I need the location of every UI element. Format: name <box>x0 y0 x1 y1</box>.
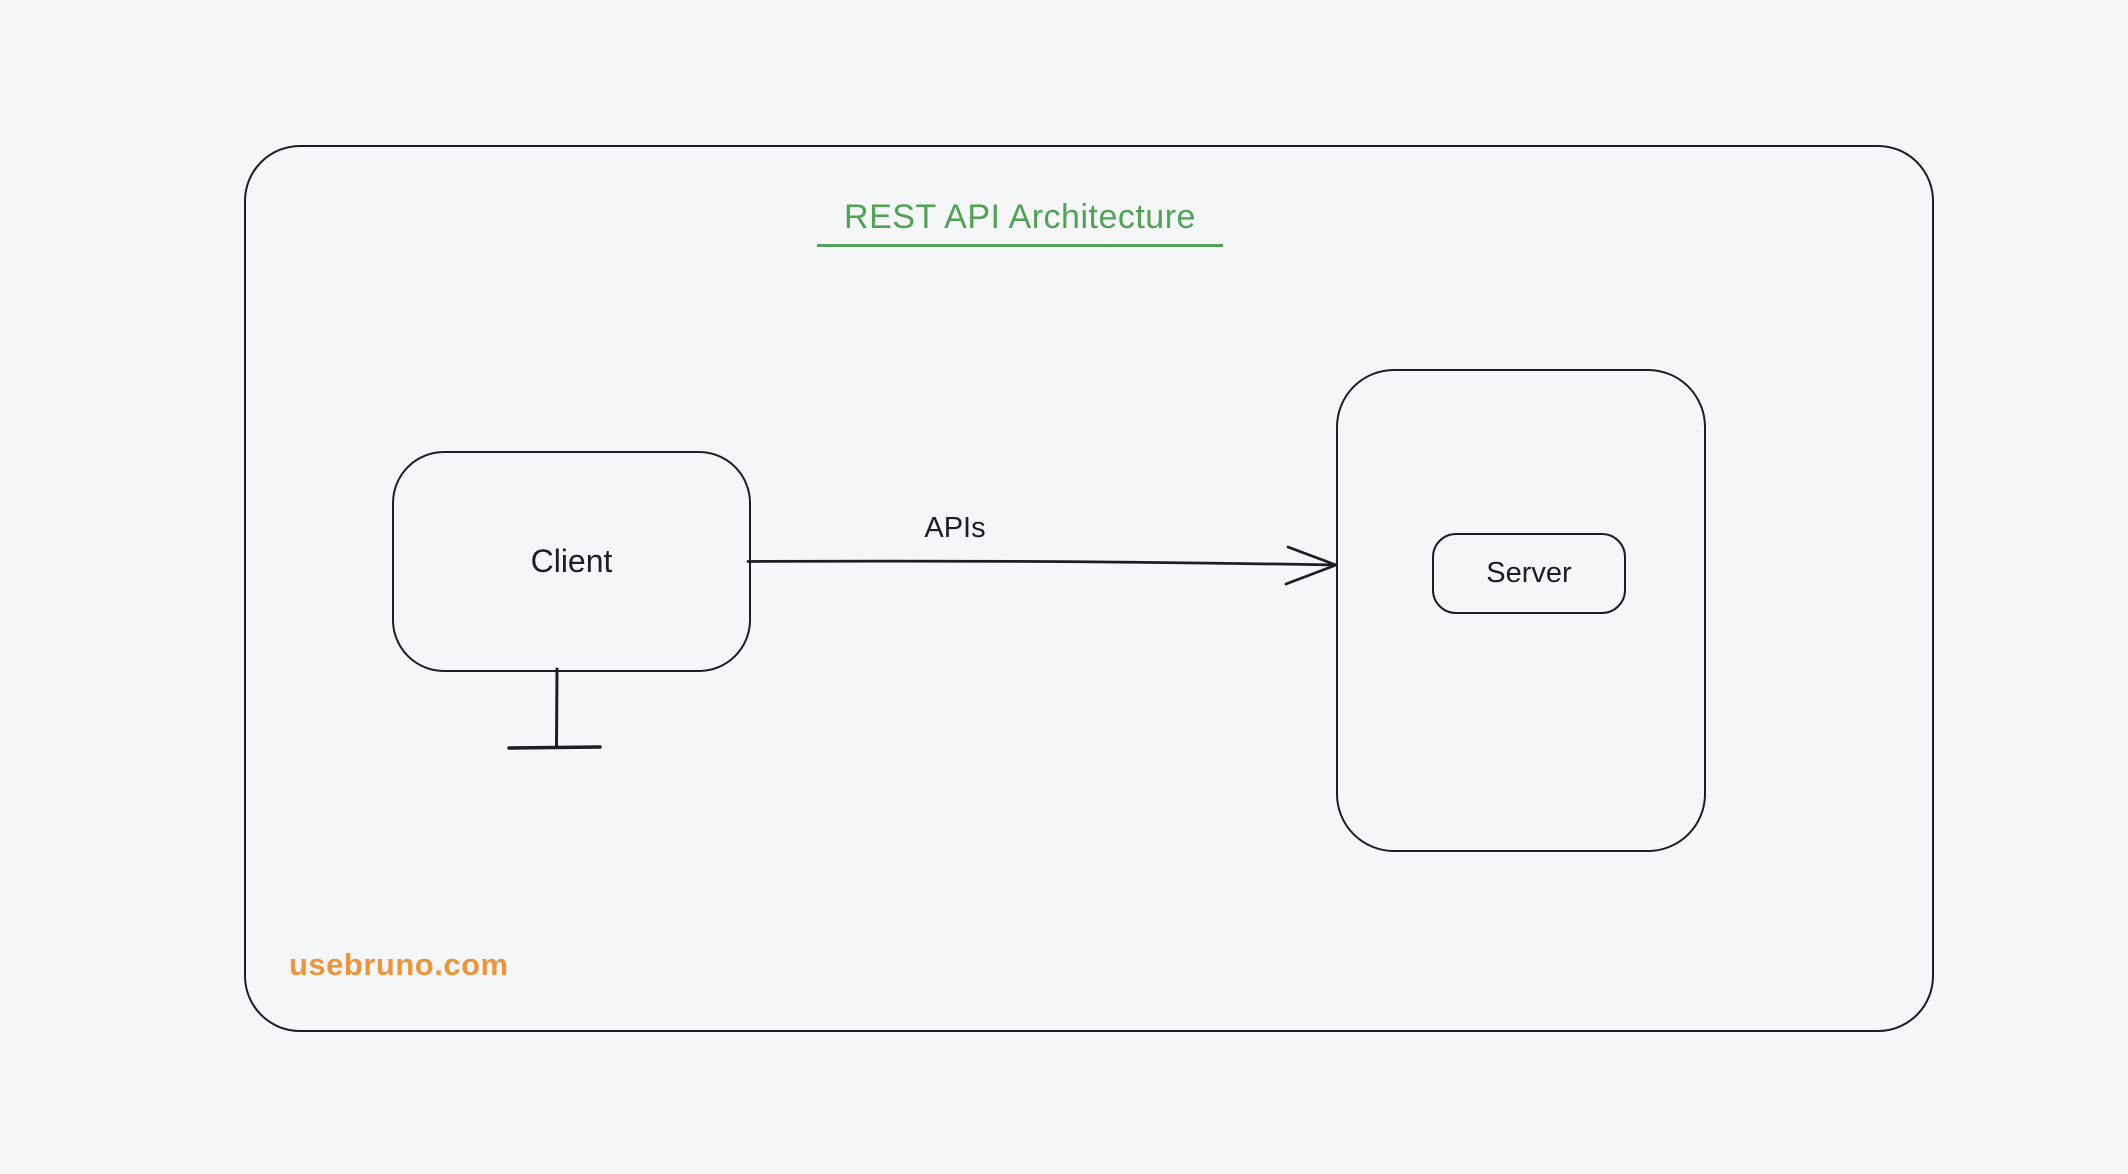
node-server-label: Server <box>1486 557 1572 589</box>
node-client: Client <box>392 451 751 672</box>
node-server-container <box>1336 369 1706 852</box>
node-server: Server <box>1432 533 1626 614</box>
watermark-usebruno: usebruno.com <box>289 947 509 982</box>
edge-label-apis: APIs <box>924 512 986 544</box>
diagram-title: REST API Architecture <box>817 196 1223 247</box>
diagram-frame <box>244 145 1934 1032</box>
node-client-label: Client <box>530 543 613 579</box>
